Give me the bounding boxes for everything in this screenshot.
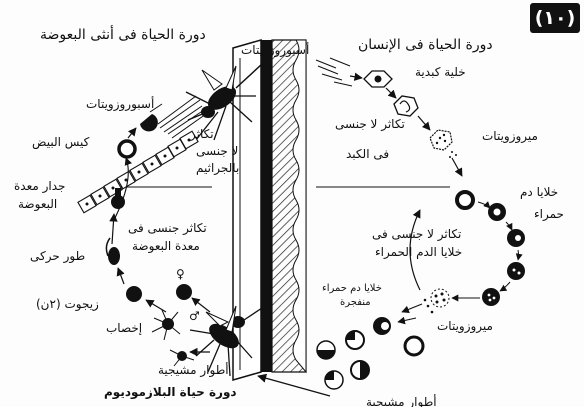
label-asexual-liver-line1: تكاثر لا جنسى xyxy=(335,117,405,131)
mosquito-top-icon xyxy=(185,63,263,141)
title-human-cycle: دورة الحياة فى الإنسان xyxy=(358,37,493,53)
human-gametocytes xyxy=(316,317,425,390)
label-asexual-bacteria-line3: بالجراثيم xyxy=(196,161,240,175)
label-sexual-line2: معدة البعوضة xyxy=(132,239,200,253)
label-sexual-line1: تكاثر جنسى فى xyxy=(128,221,207,235)
gametes xyxy=(151,284,195,367)
label-motile-stage: طور حركى xyxy=(30,249,86,263)
skin-barrier xyxy=(232,39,307,381)
label-gametocytes-cut: أطوار مشيجية xyxy=(366,395,437,407)
label-gametocytes: أطوار مشيجية xyxy=(158,363,229,377)
figure-number-badge: (١٠) xyxy=(530,3,580,33)
ruptured-egg-sac xyxy=(140,103,163,132)
label-egg-sac: كيس البيض xyxy=(32,135,90,149)
label-ruptured-cells-line2: منفجرة xyxy=(340,297,371,308)
merozoite-release-cell xyxy=(429,129,457,158)
ookinete-motile-stage xyxy=(105,237,120,265)
egg-sac-shape xyxy=(117,139,137,159)
label-fertilization: إخصاب xyxy=(106,321,143,335)
label-zygote: زيجوت (٢ن) xyxy=(36,297,99,311)
title-mosquito-cycle: دورة الحياة فى أنثى البعوضة xyxy=(40,27,206,43)
label-asexual-blood-line2: خلايا الدم الحمراء xyxy=(375,245,463,259)
label-sporozoites-left: أسبوروزويتات xyxy=(86,97,155,111)
label-asexual-bacteria-line1: تكاثر xyxy=(190,127,214,141)
label-merozoites-bottom: ميروزويتات xyxy=(437,319,493,333)
label-sporozoites-top: أسبوروزويتات xyxy=(241,43,310,57)
infected-liver-cell xyxy=(393,95,419,117)
sporozoite-streaks-right xyxy=(315,57,353,87)
label-red-cells-line1: خلايا دم xyxy=(520,185,559,199)
female-symbol: ♀ xyxy=(176,267,185,281)
oocyst-bulb xyxy=(111,188,125,209)
male-symbol: ♂ xyxy=(189,309,200,323)
label-asexual-liver-line2: فى الكبد xyxy=(346,147,390,161)
label-asexual-bacteria-line2: لا جنسى xyxy=(196,144,239,158)
label-red-cells-line2: حمراء xyxy=(534,207,564,221)
figure-caption: دورة حياة البلازموديوم xyxy=(104,385,237,399)
label-gut-wall-line1: جدار معدة xyxy=(14,179,66,193)
label-asexual-blood-line1: تكاثر لا جنسى فى xyxy=(372,227,462,241)
mosquito-bottom-icon xyxy=(189,305,263,377)
label-gut-wall-line2: البعوضة xyxy=(18,197,58,211)
label-merozoites-top: ميروزويتات xyxy=(482,129,538,143)
label-liver-cell: خلية كبدية xyxy=(415,65,466,79)
zygote-shape xyxy=(126,286,142,302)
label-ruptured-cells-line1: خلايا دم حمراء xyxy=(322,283,382,294)
sporozoite-streaks-left xyxy=(157,95,207,139)
red-blood-cells xyxy=(423,190,525,314)
